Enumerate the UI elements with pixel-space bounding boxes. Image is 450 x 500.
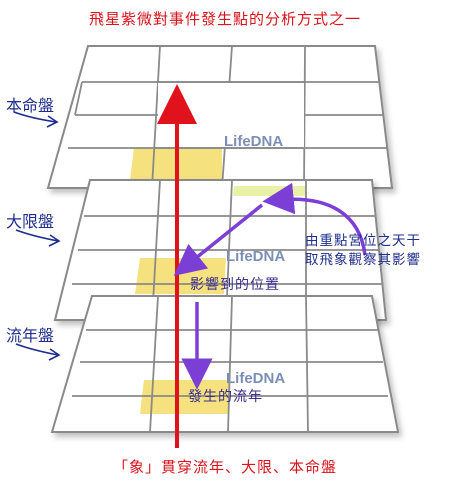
affected-position-caption: 影響到的位置 xyxy=(190,277,280,293)
purple-curve-arrow xyxy=(262,182,367,256)
natal-chart-board xyxy=(46,45,394,189)
annual-chart-label: 流年盤 xyxy=(6,326,55,345)
purple-diagonal-arrow xyxy=(173,203,264,276)
annual-chart-board xyxy=(50,295,400,433)
lifedna-logo-decade: LifeDNA xyxy=(226,248,285,265)
svg-text:LifeDNA: LifeDNA xyxy=(226,248,285,265)
lifedna-logo-annual: LifeDNA xyxy=(226,370,285,387)
annotation-text: 由重點宮位之天干 取飛象觀察其影響 xyxy=(305,232,421,270)
svg-text:LifeDNA: LifeDNA xyxy=(226,370,285,387)
diagram-title: 飛星紫微對事件發生點的分析方式之一 xyxy=(88,10,361,28)
decade-chart-label: 大限盤 xyxy=(6,212,55,231)
annotation-line-2: 取飛象觀察其影響 xyxy=(305,252,421,268)
lifedna-logo-natal: LifeDNA xyxy=(224,133,283,150)
annotation-line-1: 由重點宮位之天干 xyxy=(305,233,421,249)
layer-pointer-arrows xyxy=(13,111,61,361)
pointer-arrow-decade xyxy=(15,229,61,247)
pointer-arrow-annual xyxy=(15,343,61,361)
svg-text:LifeDNA: LifeDNA xyxy=(224,133,283,150)
footer-caption: 「象」貫穿流年、大限、本命盤 xyxy=(112,458,337,476)
logo-text: LifeDNA xyxy=(224,133,283,150)
decade-top-highlight-cell xyxy=(233,186,307,196)
natal-chart-label: 本命盤 xyxy=(6,96,55,115)
pointer-arrow-natal xyxy=(13,111,59,128)
occurring-year-caption: 發生的流年 xyxy=(188,389,263,405)
